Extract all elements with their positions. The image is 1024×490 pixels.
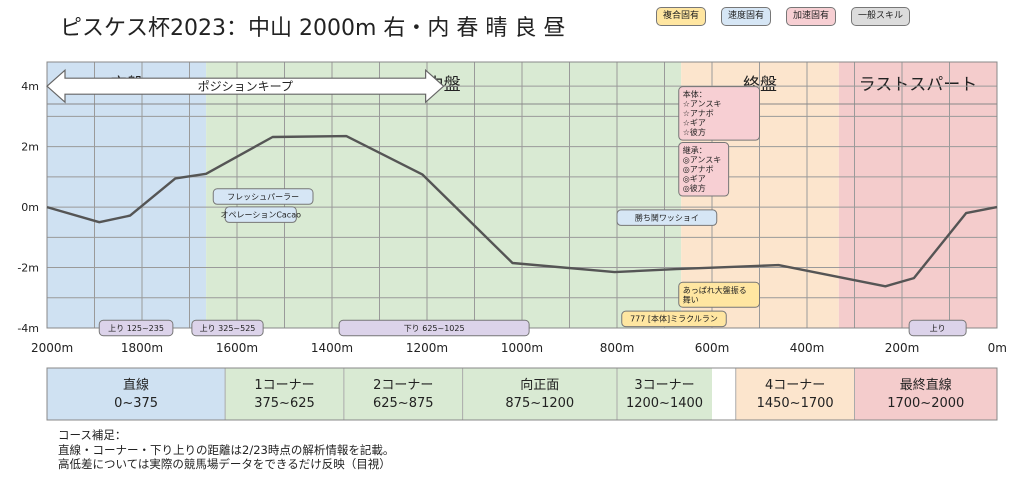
y-tick-label: -2m [17, 262, 39, 275]
y-tick-label: 2m [21, 141, 39, 154]
section-range: 875~1200 [505, 396, 574, 411]
phase-band [47, 62, 207, 328]
section-range: 1700~2000 [887, 396, 964, 411]
skill-annotation-box [616, 209, 718, 226]
position-keep-label: ポジションキープ [198, 80, 293, 94]
x-tick-label: 0m [988, 341, 1007, 355]
y-tick-label: 4m [21, 80, 39, 93]
skill-annotation-text: ◎彼方 [683, 183, 706, 193]
section-band [462, 368, 617, 420]
skill-annotation-box [191, 319, 264, 337]
skill-annotation-text: あっぱれ大盤振る [683, 285, 747, 295]
skill-annotation-text: ◎アナボ [683, 165, 714, 174]
section-range: 1200~1400 [626, 396, 703, 411]
course-footnote: コース補足： 直線・コーナー・下り上りの距離は2/23時点の解析情報を記載。 高… [58, 428, 394, 472]
legend-item-speed-unique: 速度固有 [721, 7, 772, 26]
section-name: 直線 [123, 377, 149, 393]
skill-annotation-text: 下り 625~1025 [404, 324, 465, 333]
section-band [735, 368, 855, 420]
skill-annotation-text: 勝ち鬨ワッショイ [635, 212, 699, 222]
skill-annotation-box [678, 142, 730, 197]
y-tick-label: 0m [21, 201, 39, 214]
position-keep-arrow [46, 68, 445, 104]
section-name: 4コーナー [765, 378, 825, 393]
footnote-heading: コース補足： [58, 428, 127, 442]
elevation-line [46, 134, 998, 288]
section-band [854, 368, 997, 420]
phase-label: ラストスパート [859, 75, 978, 95]
legend-item-accel-unique: 加速固有 [786, 7, 837, 26]
section-frame [46, 367, 998, 421]
skill-annotation-text: 上り 125~235 [108, 324, 164, 333]
x-tick-label: 2000m [31, 341, 73, 355]
skill-annotation-text: 上り 325~525 [200, 324, 256, 333]
skill-annotation-text: ☆アンスキ [683, 100, 722, 109]
skill-annotation-box [212, 188, 314, 205]
skill-annotation-box [338, 319, 530, 337]
phase-band [838, 62, 997, 328]
section-name: 3コーナー [634, 378, 694, 393]
section-range: 1450~1700 [757, 396, 834, 411]
x-tick-label: 1600m [216, 341, 258, 355]
x-tick-label: 1200m [406, 341, 448, 355]
skill-annotation-text: フレッシュパーラー [227, 192, 299, 201]
skill-annotation-text: 777 [本体]ミラクルラン [630, 314, 718, 324]
x-tick-label: 1000m [501, 341, 543, 355]
x-tick-label: 1800m [121, 341, 163, 355]
x-tick-label: 1400m [311, 341, 353, 355]
section-band [47, 368, 226, 420]
legend-item-composite-unique: 複合固有 [656, 7, 707, 26]
section-band [225, 368, 344, 420]
skill-annotation-text: ◎ギア [683, 175, 706, 184]
x-tick-label: 800m [600, 341, 635, 355]
skill-annotation-box [908, 319, 967, 337]
section-range: 375~625 [254, 396, 315, 411]
course-chart: 序盤中盤終盤ラストスパート直線0~3751コーナー375~6252コーナー625… [17, 61, 1007, 421]
section-name: 2コーナー [373, 378, 433, 393]
section-name: 向正面 [520, 377, 559, 393]
skill-annotation-box [678, 86, 760, 141]
section-range: 0~375 [114, 396, 158, 411]
skill-annotation-text: ☆彼方 [683, 127, 706, 137]
page-title: ピスケス杯2023：中山 2000m 右・内 春 晴 良 昼 [60, 16, 566, 41]
section-range: 625~875 [373, 396, 434, 411]
skill-annotation-text: 上り [930, 324, 946, 333]
section-name: 1コーナー [254, 378, 314, 393]
skill-annotation-text: 継承： [683, 145, 707, 155]
legend-item-general-skill: 一般スキル [851, 7, 911, 26]
skill-annotation-box [621, 310, 727, 328]
skill-annotation-text: ☆ギア [683, 119, 706, 128]
skill-annotation-box [224, 206, 297, 223]
skill-annotation-box [678, 281, 760, 308]
section-band [617, 368, 712, 420]
section-name: 最終直線 [900, 377, 952, 393]
y-tick-label: -4m [17, 322, 39, 335]
x-tick-label: 400m [790, 341, 825, 355]
x-tick-label: 600m [695, 341, 730, 355]
skill-annotation-text: ☆アナボ [683, 109, 714, 118]
skill-annotation-box [98, 319, 174, 337]
x-tick-label: 200m [885, 341, 920, 355]
footnote-line: 直線・コーナー・下り上りの距離は2/23時点の解析情報を記載。 [58, 442, 395, 457]
section-band [343, 368, 463, 420]
skill-annotation-text: オペレーションCacao [220, 210, 301, 219]
skill-annotation-text: 舞い [683, 294, 699, 304]
footnote-line: 高低差については実際の競馬場データをできるだけ反映（目視） [58, 457, 391, 471]
skill-annotation-text: 本体： [683, 89, 707, 99]
skill-annotation-text: ◎アンスキ [683, 156, 722, 165]
